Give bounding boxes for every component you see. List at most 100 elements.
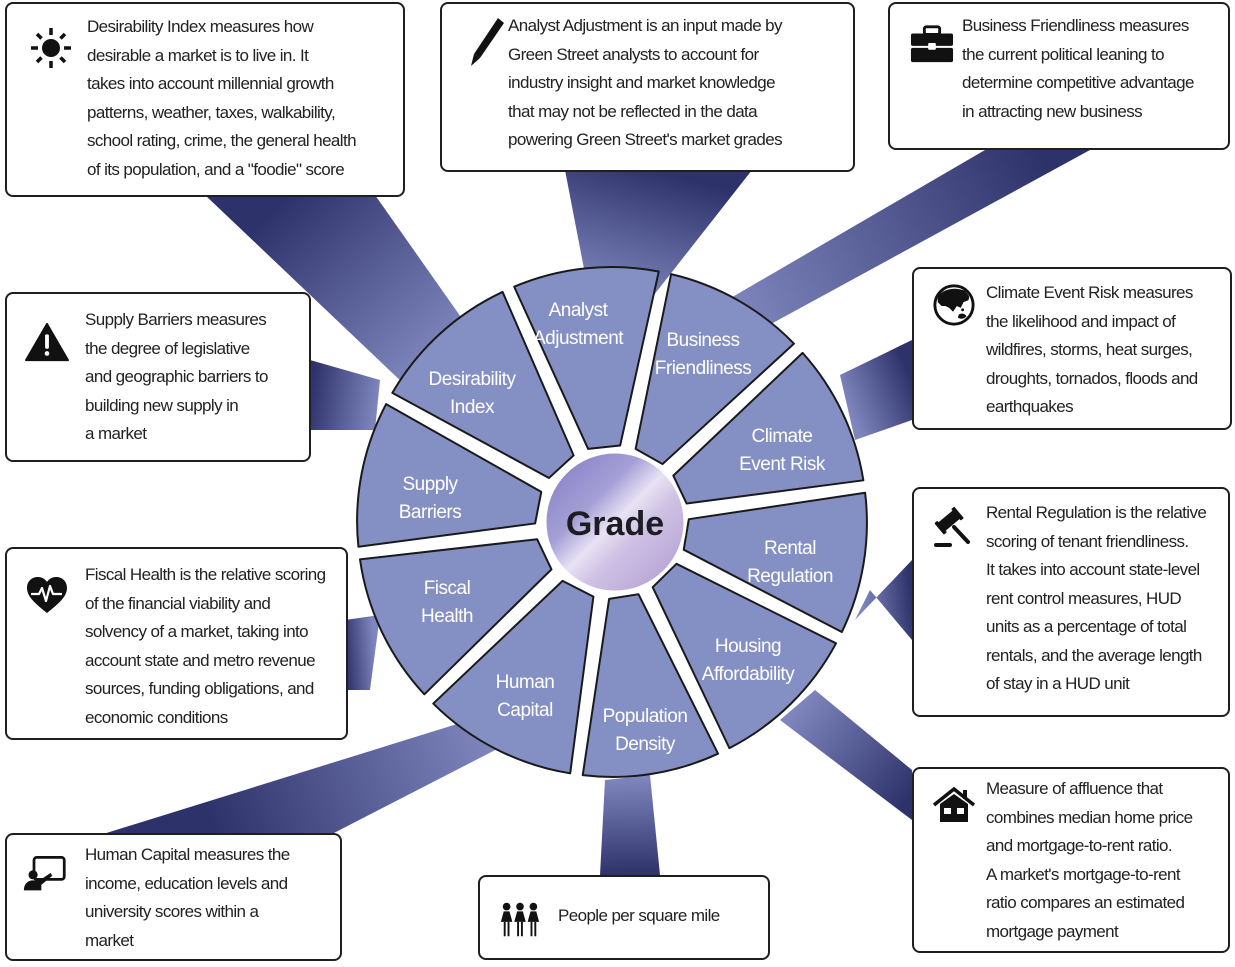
segment-label-line: Population bbox=[603, 706, 688, 727]
description-line: Rental Regulation is the relative bbox=[986, 503, 1207, 522]
description-line: patterns, weather, taxes, walkability, bbox=[87, 102, 336, 122]
description-line: desirable a market is to live in. It bbox=[87, 45, 309, 65]
description-line: in attracting new business bbox=[962, 101, 1143, 121]
description-line: scoring of tenant friendliness. bbox=[986, 531, 1189, 551]
description-line: solvency of a market, taking into bbox=[85, 622, 309, 641]
description-box-climate: Climate Event Risk measures the likelihoo… bbox=[912, 267, 1232, 430]
description-box-analyst: Analyst Adjustment is an input made by Gr… bbox=[440, 2, 855, 172]
description-line: university scores within a bbox=[85, 902, 259, 921]
description-line: takes into account millennial growth bbox=[87, 74, 334, 93]
people-icon bbox=[498, 898, 542, 942]
segment-label-line: Affordability bbox=[702, 664, 795, 685]
description-text: Analyst Adjustment is an input made by Gr… bbox=[508, 12, 847, 155]
segment-shape bbox=[513, 266, 660, 450]
description-line: the likelihood and impact of bbox=[986, 311, 1176, 331]
description-line: sources, funding obligations, and bbox=[85, 679, 314, 698]
gavel-icon bbox=[932, 507, 976, 551]
segment-label-line: Friendliness bbox=[655, 358, 751, 379]
segment-label-line: Housing bbox=[715, 636, 781, 657]
segment-label-line: Fiscal bbox=[424, 578, 471, 599]
description-text: People per square mile bbox=[558, 902, 762, 931]
description-line: Human Capital measures the bbox=[85, 845, 290, 864]
globe-icon bbox=[932, 283, 976, 327]
teacher-icon bbox=[23, 851, 67, 895]
segment-shape bbox=[358, 538, 553, 696]
briefcase-icon bbox=[910, 22, 954, 66]
description-line: that may not be reflected in the data bbox=[508, 101, 758, 121]
segment-label-line: Density bbox=[615, 734, 676, 755]
ray-housing bbox=[780, 690, 912, 820]
ray-business bbox=[710, 150, 1090, 330]
connector-rays bbox=[100, 150, 1090, 875]
description-line: and geographic barriers to bbox=[85, 367, 268, 386]
segment-label-line: Regulation bbox=[747, 566, 833, 587]
description-text: Human Capital measures the income, educat… bbox=[85, 841, 334, 955]
segment-label-line: Desirability bbox=[429, 369, 517, 390]
description-box-rental: Rental Regulation is the relative scoring… bbox=[912, 487, 1230, 717]
description-line: ratio compares an estimated bbox=[986, 893, 1185, 912]
ray-fiscal bbox=[345, 615, 380, 690]
description-line: industry insight and market knowledge bbox=[508, 73, 776, 92]
pen-icon bbox=[464, 18, 508, 66]
description-line: Climate Event Risk measures bbox=[986, 283, 1193, 302]
description-line: Measure of affluence that bbox=[986, 779, 1163, 798]
ray-desirability bbox=[205, 195, 470, 385]
description-line: combines median home price bbox=[986, 807, 1193, 827]
segment-label-line: Capital bbox=[497, 700, 553, 721]
segment-label-line: Barriers bbox=[399, 502, 462, 523]
grade-center: Grade bbox=[543, 450, 687, 594]
description-line: droughts, tornados, floods and bbox=[986, 368, 1198, 388]
segment-label-line: Supply bbox=[402, 474, 458, 495]
ray-human bbox=[100, 720, 505, 835]
segment-label-line: Human bbox=[496, 672, 555, 693]
description-line: the degree of legislative bbox=[85, 338, 250, 358]
description-line: economic conditions bbox=[85, 707, 228, 727]
segment-label-line: Climate bbox=[752, 426, 813, 447]
description-line: Business Friendliness measures bbox=[962, 16, 1189, 35]
segment-shape bbox=[391, 290, 575, 479]
description-line: People per square mile bbox=[558, 906, 720, 925]
ray-population bbox=[600, 775, 660, 875]
heart-pulse-icon bbox=[25, 573, 69, 617]
sun-icon bbox=[29, 26, 73, 70]
description-line: and mortgage-to-rent ratio. bbox=[986, 836, 1173, 855]
segment-shape bbox=[581, 593, 720, 778]
description-box-housing: Measure of affluence that combines median… bbox=[912, 767, 1230, 953]
segment-shape bbox=[634, 273, 795, 466]
segment-shape bbox=[682, 491, 868, 634]
description-line: of the financial viability and bbox=[85, 593, 271, 613]
segment-label-line: Health bbox=[421, 606, 473, 627]
ray-rental bbox=[855, 560, 912, 640]
segment-label-line: Analyst bbox=[549, 300, 609, 321]
segment-shape bbox=[651, 562, 838, 750]
segment-label-line: Index bbox=[450, 397, 495, 418]
description-line: school rating, crime, the general health bbox=[87, 131, 357, 150]
description-line: units as a percentage of total bbox=[986, 617, 1187, 636]
description-line: Analyst Adjustment is an input made by bbox=[508, 16, 783, 35]
segment-label-line: Adjustment bbox=[533, 328, 624, 349]
description-line: Green Street analysts to account for bbox=[508, 44, 759, 64]
house-icon bbox=[932, 783, 976, 827]
description-line: income, education levels and bbox=[85, 873, 288, 893]
description-line: determine competitive advantage bbox=[962, 73, 1194, 92]
description-box-population: People per square mile bbox=[478, 875, 770, 960]
